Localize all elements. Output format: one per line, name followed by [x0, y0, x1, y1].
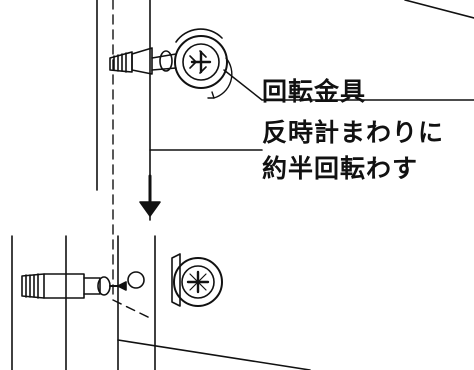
- callout-leader-line: [223, 69, 474, 101]
- callout-instruction-line1: 反時計まわりに: [262, 118, 445, 147]
- lower-panel: [11, 235, 311, 370]
- lower-cam-fitting: [171, 253, 223, 307]
- lower-dowel: [21, 271, 145, 299]
- down-arrow-icon: [139, 174, 161, 217]
- callout-title: 回転金具: [262, 77, 367, 106]
- callout-instruction-line2: 約半回転わす: [262, 154, 419, 183]
- upper-cam-fitting: [174, 28, 233, 99]
- upper-dowel: [109, 47, 177, 75]
